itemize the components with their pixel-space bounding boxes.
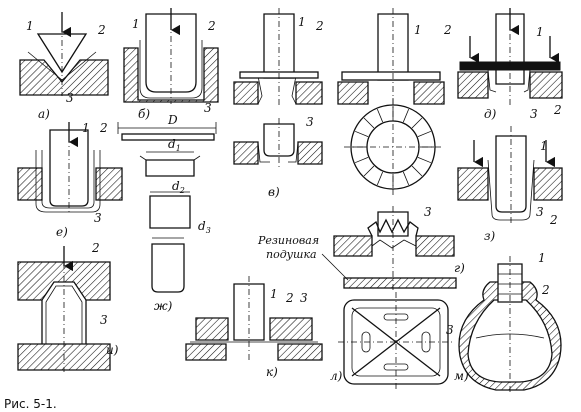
panel-k-label-3: 3 xyxy=(300,291,308,305)
panel-g-rubber-pad: 3 Резиновая подушка г) xyxy=(257,205,465,290)
ring-sector-cut xyxy=(417,156,432,164)
panel-d-label-2: 2 xyxy=(553,103,562,117)
panel-g-label-1: 1 xyxy=(414,23,422,37)
panel-b-label-2: 2 xyxy=(207,19,216,33)
ring-sector-cut xyxy=(354,156,369,164)
panel-g-label-3: 3 xyxy=(424,205,432,219)
panel-b-label-1: 1 xyxy=(132,17,140,31)
panel-v-letter: в) xyxy=(268,185,280,199)
panel-l-label-3: 3 xyxy=(446,323,454,337)
panel-i-label-3: 3 xyxy=(100,313,108,327)
ring-sector-cut xyxy=(411,117,423,129)
ring-sector-cut xyxy=(402,171,410,186)
panel-d-label-3: 3 xyxy=(530,107,538,121)
panel-v-flanging-top: 1 2 xyxy=(233,8,324,108)
panel-m-letter: м) xyxy=(454,369,469,383)
panel-a-label-2: 2 xyxy=(97,23,106,37)
panel-a-v-bending: 1 2 3 а) xyxy=(19,12,109,121)
panel-e-deep-drawing: 1 2 3 е) xyxy=(17,121,123,239)
ring-sector-cut xyxy=(363,165,375,177)
panel-d-flanging: 1 2 3 д) xyxy=(457,8,563,121)
panel-b-label-3: 3 xyxy=(204,101,212,115)
panel-g-segmented-ring xyxy=(344,98,442,196)
panel-g-letter: г) xyxy=(454,261,465,275)
panel-v-flanging-bottom: 3 в) xyxy=(233,115,323,199)
panel-z-drawing: 1 2 3 з) xyxy=(457,126,563,243)
panel-a-label-3: 3 xyxy=(66,91,74,105)
panel-z-label-1: 1 xyxy=(540,139,548,153)
panel-i-necking: 2 3 и) xyxy=(17,241,119,372)
ring-sector-cut xyxy=(417,130,432,138)
rubber-pad-label-line1: Резиновая xyxy=(257,234,319,247)
panel-d-label-1: 1 xyxy=(536,25,544,39)
panel-v-label-3: 3 xyxy=(306,115,314,129)
panel-z-label-2: 2 xyxy=(549,213,558,227)
dim-d2-label: d2 xyxy=(172,179,185,195)
panel-z-letter: з) xyxy=(484,229,496,243)
panel-b-u-bending: 1 2 3 б) xyxy=(123,8,219,121)
panel-k-letter: к) xyxy=(266,365,278,379)
panel-b-letter: б) xyxy=(138,107,150,121)
ring-sector-cut xyxy=(376,171,384,186)
panel-k-label-1: 1 xyxy=(270,287,278,301)
panel-g-flanging-top: 1 2 xyxy=(337,8,452,108)
dim-d1-label: d1 xyxy=(168,137,181,153)
panel-z-label-3: 3 xyxy=(536,205,544,219)
ring-sector-cut xyxy=(354,130,369,138)
panel-e-label-1: 1 xyxy=(82,121,90,135)
ring-sector-cut xyxy=(402,108,410,123)
panel-i-letter: и) xyxy=(106,343,119,357)
ring-sector-cut xyxy=(363,117,375,129)
ring-sector-cut xyxy=(411,165,423,177)
panel-zh-drawing-stages: D d1 d2 d3 ж) xyxy=(117,113,217,313)
panel-e-letter: е) xyxy=(56,225,68,239)
panel-a-letter: а) xyxy=(38,107,50,121)
panel-l-letter: л) xyxy=(330,369,343,383)
panel-v-label-1: 1 xyxy=(298,15,306,29)
panel-i-label-2: 2 xyxy=(91,241,100,255)
panel-d-letter: д) xyxy=(484,107,497,121)
panel-zh-letter: ж) xyxy=(154,299,173,313)
panel-k-flanging: 1 2 3 к) xyxy=(185,276,323,379)
figure-caption: Рис. 5-1. xyxy=(4,397,57,411)
panel-m-label-1: 1 xyxy=(538,251,546,265)
dim-d3-label: d3 xyxy=(198,219,211,235)
panel-m-label-2: 2 xyxy=(541,283,550,297)
panel-e-label-3: 3 xyxy=(94,211,102,225)
panel-v-label-2: 2 xyxy=(315,19,324,33)
panel-k-label-2: 2 xyxy=(285,291,294,305)
panel-e-label-2: 2 xyxy=(99,121,108,135)
panel-m-bulging: 1 2 м) xyxy=(454,251,562,392)
ring-sector-cut xyxy=(376,108,384,123)
rubber-pad-label-line2: подушка xyxy=(266,248,317,261)
panel-a-label-1: 1 xyxy=(26,19,34,33)
dim-D-label: D xyxy=(167,113,178,127)
panel-g-label-2: 2 xyxy=(443,23,452,37)
panel-l-embossed-plate: 3 л) xyxy=(330,292,454,390)
